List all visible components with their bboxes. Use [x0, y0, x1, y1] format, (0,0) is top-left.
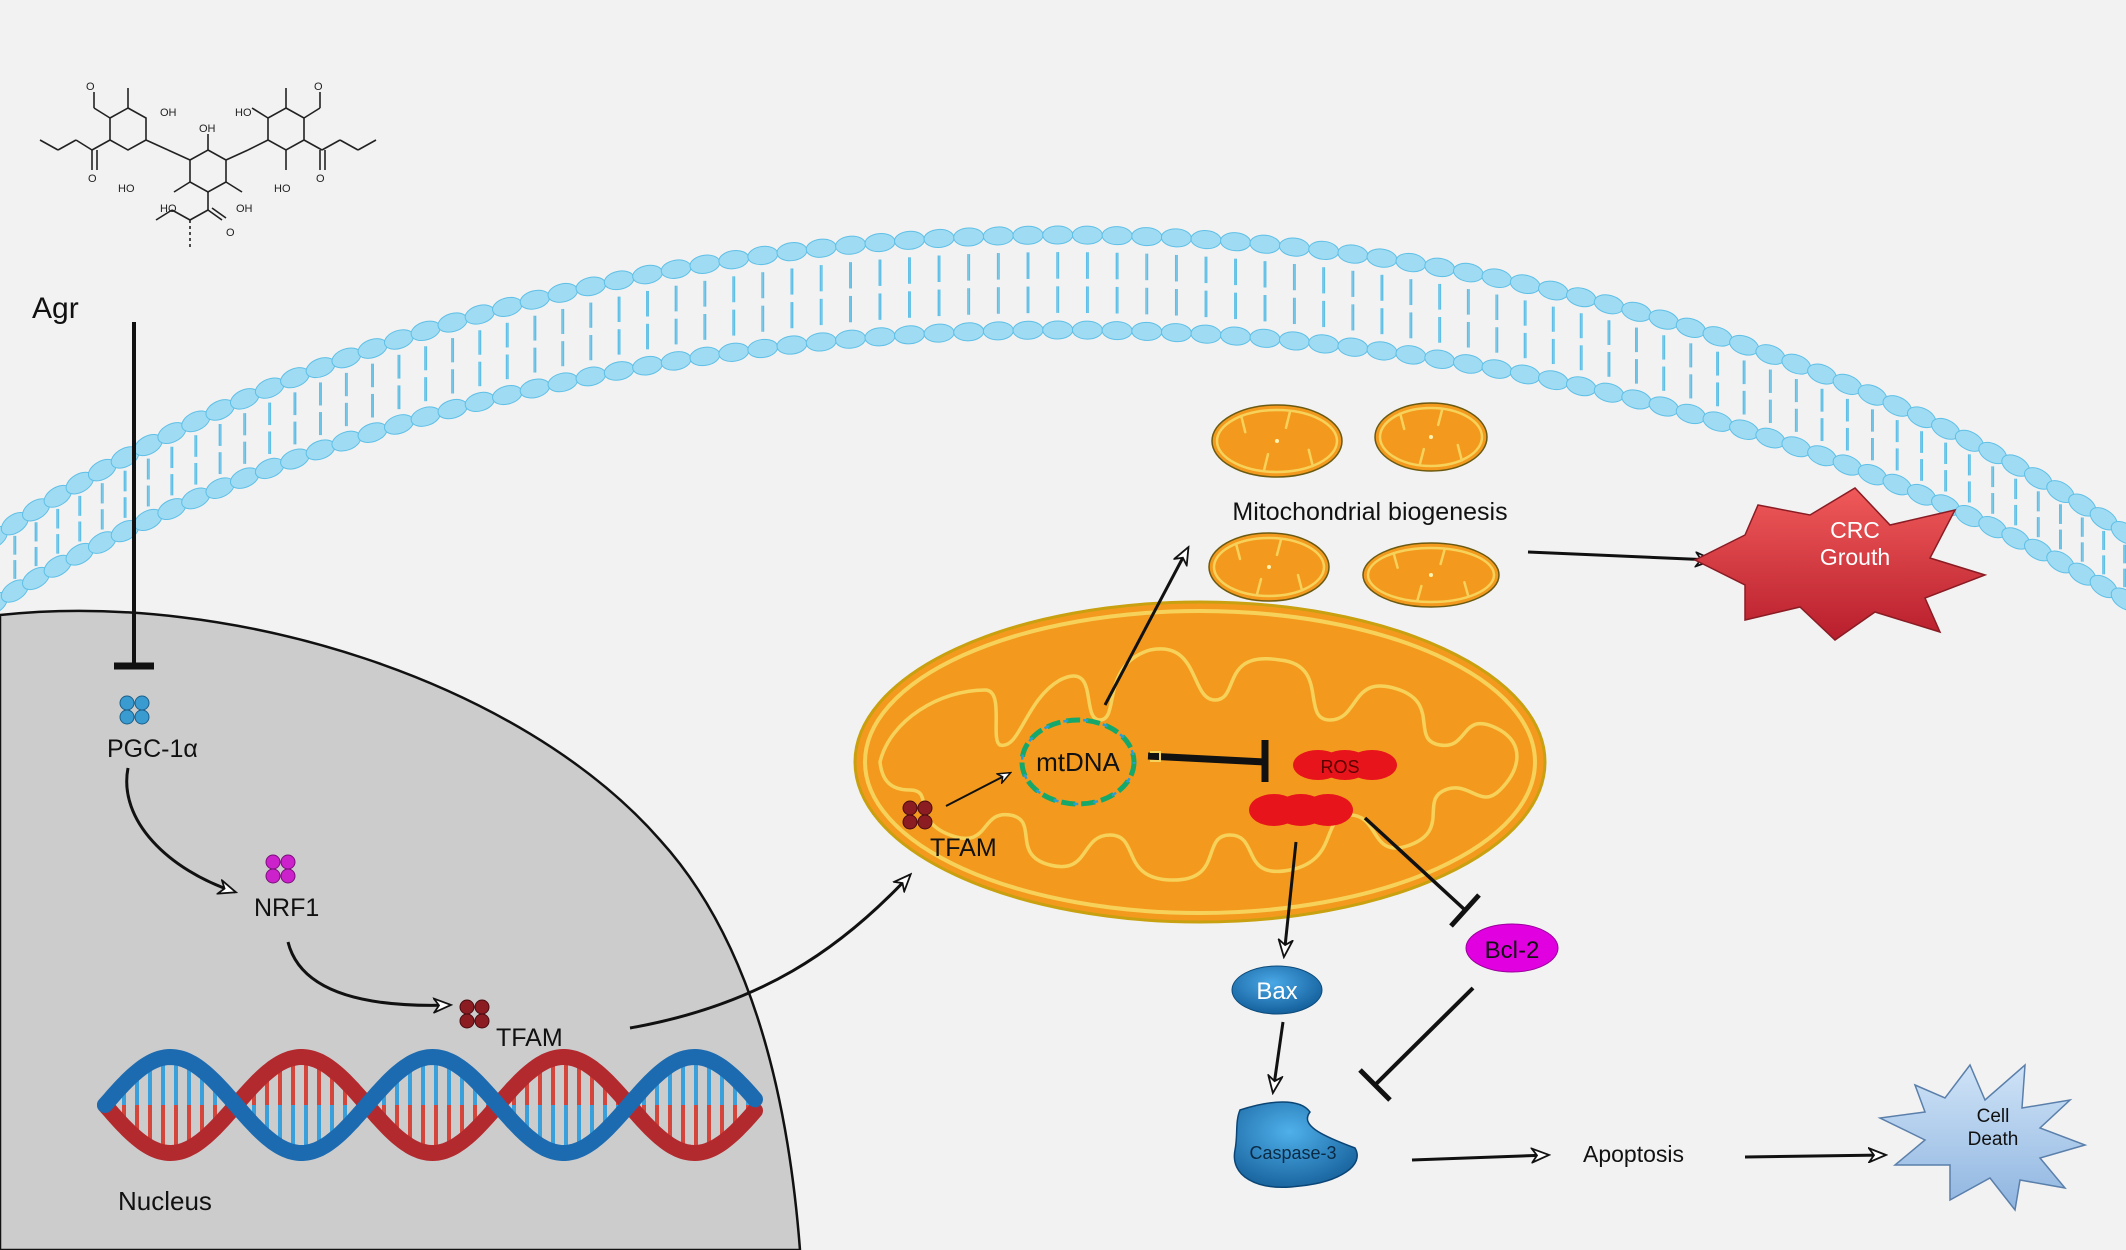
mtdna-label: mtDNA: [1036, 747, 1120, 777]
bcl2-label: Bcl-2: [1485, 937, 1540, 964]
atom-label: O: [88, 173, 97, 185]
pgc1a-complex-icon: [119, 695, 150, 725]
atom-label: O: [86, 81, 95, 93]
caspase3-node: [1233, 1101, 1358, 1188]
caspase-to-apoptosis-arrow: [1411, 1155, 1548, 1160]
tfam-to-mtdna-arrow: [945, 773, 1010, 807]
cell-death-star: [1877, 1063, 2088, 1212]
agr-label: Agr: [32, 292, 79, 325]
pgc1a-label: PGC-1α: [107, 735, 198, 763]
crc-growth-star: [1693, 487, 1988, 641]
bcl2-node: [1465, 923, 1559, 973]
atom-label: HO: [235, 107, 252, 119]
apoptosis-to-death-arrow: [1744, 1155, 1885, 1157]
tfam-mito-complex-icon: [902, 800, 933, 830]
atom-label: OH: [199, 123, 216, 135]
crc-label: CRC: [1830, 517, 1880, 543]
tfam-nucleus-label: TFAM: [496, 1024, 563, 1052]
ros-inhibits-bcl2-line: [1363, 816, 1467, 912]
mtdna-inhibits-ros-line: [1147, 752, 1266, 766]
atom-label: HO: [118, 183, 135, 195]
nucleus-label: Nucleus: [118, 1186, 212, 1216]
biogenesis-to-crc-arrow: [1527, 550, 1712, 560]
atom-label: HO: [160, 203, 177, 215]
ros-label: ROS: [1320, 757, 1359, 777]
atom-label: HO: [274, 183, 291, 195]
cell-label: Cell: [1977, 1106, 2010, 1127]
caspase3-label: Caspase-3: [1249, 1143, 1336, 1163]
tfam-to-mitochondrion-arrow: [629, 875, 910, 1030]
agr-molecule-atom-labels: O O OH HO OH HO OH O HO HO O O: [86, 81, 325, 239]
agr-molecule-structure: [39, 88, 377, 250]
atom-label: OH: [160, 107, 177, 119]
nrf1-label: NRF1: [254, 894, 319, 922]
ros-to-bax-arrow: [1284, 841, 1298, 956]
bax-label: Bax: [1256, 978, 1297, 1005]
mitochondrial-biogenesis-label: Mitochondrial biogenesis: [1232, 498, 1507, 526]
bcl2-inhibits-caspase-line: [1373, 986, 1475, 1087]
ros-molecules: [1249, 750, 1397, 826]
dna-double-helix: [97, 1048, 763, 1162]
cell-membrane: [0, 225, 2126, 616]
tfam-nucleus-complex-icon: [459, 999, 490, 1029]
apoptosis-label: Apoptosis: [1583, 1141, 1684, 1167]
mtdna-ring-inner: [1020, 718, 1136, 806]
tfam-mito-label: TFAM: [930, 834, 997, 862]
atom-label: O: [226, 227, 235, 239]
small-mitochondrion: [1208, 532, 1330, 602]
death-label: Death: [1968, 1129, 2019, 1150]
atom-label: OH: [236, 203, 253, 215]
atom-label: O: [316, 173, 325, 185]
small-mitochondrion: [1211, 404, 1343, 478]
atom-label: O: [314, 81, 323, 93]
bcl2-inhibits-caspase-bar: [1358, 1068, 1392, 1102]
small-mitochondrion: [1374, 402, 1488, 472]
small-mitochondrion: [1362, 542, 1500, 608]
bax-node: [1231, 965, 1323, 1015]
pgc1a-to-nrf1-arrow: [125, 767, 235, 892]
bax-to-caspase-arrow: [1273, 1021, 1285, 1092]
crc-growth-label: Grouth: [1820, 544, 1890, 570]
mtdna-inhibition-cap: [1150, 751, 1161, 762]
ros-inhibits-bcl2-bar: [1449, 893, 1481, 928]
nrf1-to-tfam-arrow: [286, 941, 450, 1005]
nrf1-complex-icon: [265, 854, 296, 884]
mtdna-to-biogenesis-arrow: [1103, 548, 1188, 706]
small-mitochondria-group: [1208, 402, 1500, 608]
